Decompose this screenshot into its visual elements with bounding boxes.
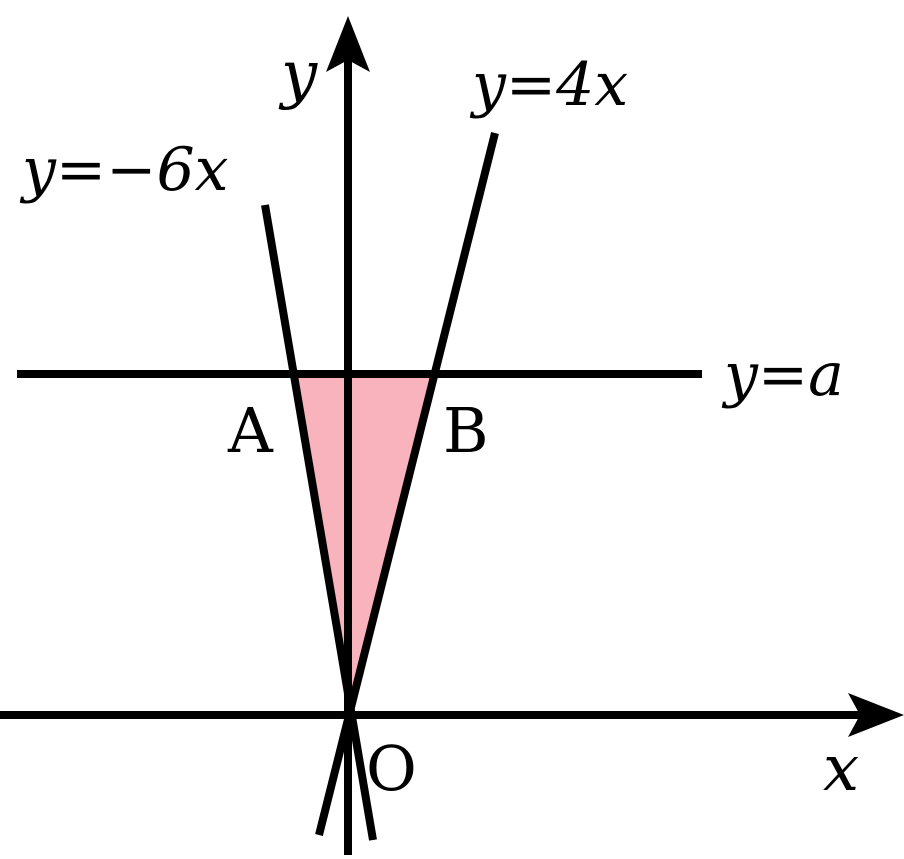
line-label-y-equals-a: y=a [721,340,844,410]
x-axis-label: x [823,732,859,806]
line-label-y-equals-neg-6x: y=−6x [19,135,228,205]
x-axis-arrowhead [848,693,904,737]
shaded-triangle-oab [293,374,432,715]
origin-label: O [366,732,417,805]
y-axis-label: y [278,38,318,112]
y-axis-arrowhead [326,16,370,72]
line-y-equals-neg-6x [261,204,377,841]
line-label-y-equals-4x: y=4x [469,50,628,120]
point-b-label: B [443,394,489,467]
point-a-label: A [227,394,274,467]
